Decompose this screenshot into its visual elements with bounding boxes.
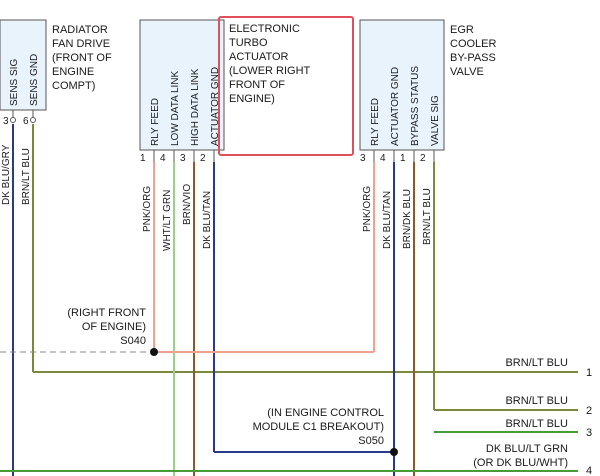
radiator-fan-drive-connector: SENS SIG SENS GND 3 6 [0,19,47,127]
turbo-pin-label-1: LOW DATA LINK [170,70,181,146]
svg-text:BRN/LT BLU: BRN/LT BLU [505,395,568,407]
svg-text:BRN/LT BLU: BRN/LT BLU [505,357,568,369]
svg-text:S040: S040 [120,335,146,347]
egr-pin-number-1: 4 [380,153,386,164]
splice-s050: (IN ENGINE CONTROL MODULE C1 BREAKOUT) S… [253,407,398,456]
svg-text:(LOWER RIGHT: (LOWER RIGHT [229,65,311,77]
right-wire-4: DK BLU/LT GRN (OR DK BLU/WHT) 4 [0,443,592,476]
turbo-pin-number-2: 3 [180,153,186,164]
svg-text:ELECTRONIC: ELECTRONIC [229,23,300,35]
left-wires: DK BLU/GRY BRN/LT BLU [1,124,578,476]
svg-text:2: 2 [586,405,592,417]
turbo-wire-color-0: PNK/ORG [142,186,153,232]
turbo-pin-number-3: 2 [200,153,206,164]
egr-pin-label-2: BYPASS STATUS [410,66,421,146]
svg-text:DK BLU/LT GRN: DK BLU/LT GRN [486,443,568,455]
turbo-wire-color-1: WHT/LT GRN [162,190,173,251]
svg-text:S050: S050 [358,435,384,447]
right-wire-3: BRN/LT BLU 3 [434,418,592,439]
turbo-actuator-connector: RLY FEED LOW DATA LINK HIGH DATA LINK AC… [139,19,225,164]
egr-pin-label-0: RLY FEED [370,98,381,146]
svg-text:BRN/LT BLU: BRN/LT BLU [505,418,568,430]
svg-text:MODULE C1 BREAKOUT): MODULE C1 BREAKOUT) [253,421,384,433]
left-pin-number-1: 6 [23,116,29,127]
turbo-wire-color-3: DK BLU/TAN [202,191,213,249]
svg-text:COOLER: COOLER [450,38,497,50]
left-pin-label-1: SENS GND [29,54,40,106]
egr-pin-number-3: 2 [420,153,426,164]
svg-text:(OR DK BLU/WHT): (OR DK BLU/WHT) [473,457,568,469]
svg-text:3: 3 [586,427,592,439]
left-pin-number-0: 3 [3,116,9,127]
svg-text:ENGINE): ENGINE) [229,93,275,105]
svg-text:(RIGHT FRONT: (RIGHT FRONT [67,307,146,319]
svg-text:EGR: EGR [450,24,474,36]
svg-text:ENGINE: ENGINE [52,66,94,78]
turbo-pin-number-1: 4 [160,153,166,164]
egr-pin-number-2: 1 [400,153,406,164]
svg-text:TURBO: TURBO [229,37,268,49]
right-wire-1: BRN/LT BLU 1 [505,357,592,379]
svg-text:VALVE: VALVE [450,66,484,78]
egr-wire-color-0: PNK/ORG [362,186,373,232]
turbo-actuator-description: ELECTRONIC TURBO ACTUATOR (LOWER RIGHT F… [229,23,311,105]
svg-text:RADIATOR: RADIATOR [52,24,108,36]
left-wire-color-1: BRN/LT BLU [21,148,32,205]
egr-wires: PNK/ORG DK BLU/TAN BRN/DK BLU BRN/LT BLU [154,162,578,476]
egr-cooler-bypass-connector: RLY FEED ACTUATOR GND BYPASS STATUS VALV… [359,19,445,164]
egr-cooler-description: EGR COOLER BY-PASS VALVE [450,24,497,78]
svg-text:(IN ENGINE CONTROL: (IN ENGINE CONTROL [267,407,384,419]
turbo-pin-label-2: HIGH DATA LINK [190,68,201,146]
egr-pin-label-3: VALVE SIG [430,95,441,146]
splice-s040: (RIGHT FRONT OF ENGINE) S040 [67,307,158,356]
highlight-box [218,16,354,156]
svg-text:OF ENGINE): OF ENGINE) [82,321,146,333]
turbo-pin-label-3: ACTUATOR GND [210,67,221,146]
svg-text:1: 1 [586,367,592,379]
turbo-pin-number-0: 1 [140,153,146,164]
turbo-wire-color-2: BRN/VIO [182,184,193,225]
egr-pin-label-1: ACTUATOR GND [390,67,401,146]
svg-text:BY-PASS: BY-PASS [450,52,496,64]
left-pin-label-0: SENS SIG [9,59,20,106]
turbo-pin-label-0: RLY FEED [150,98,161,146]
radiator-fan-drive-description: RADIATOR FAN DRIVE (FRONT OF ENGINE COMP… [52,24,112,92]
svg-text:4: 4 [586,465,592,476]
turbo-wires: PNK/ORG WHT/LT GRN BRN/VIO DK BLU/TAN [142,162,392,476]
svg-text:FAN DRIVE: FAN DRIVE [52,38,110,50]
right-wire-2: BRN/LT BLU 2 [505,395,592,417]
egr-wire-color-1: DK BLU/TAN [382,191,393,249]
svg-text:ACTUATOR: ACTUATOR [229,51,289,63]
egr-wire-color-2: BRN/DK BLU [402,189,413,249]
left-wire-color-0: DK BLU/GRY [1,144,12,205]
egr-wire-color-3: BRN/LT BLU [422,188,433,245]
svg-text:FRONT OF: FRONT OF [229,79,285,91]
svg-text:COMPT): COMPT) [52,80,95,92]
egr-pin-number-0: 3 [360,153,366,164]
svg-text:(FRONT OF: (FRONT OF [52,52,112,64]
